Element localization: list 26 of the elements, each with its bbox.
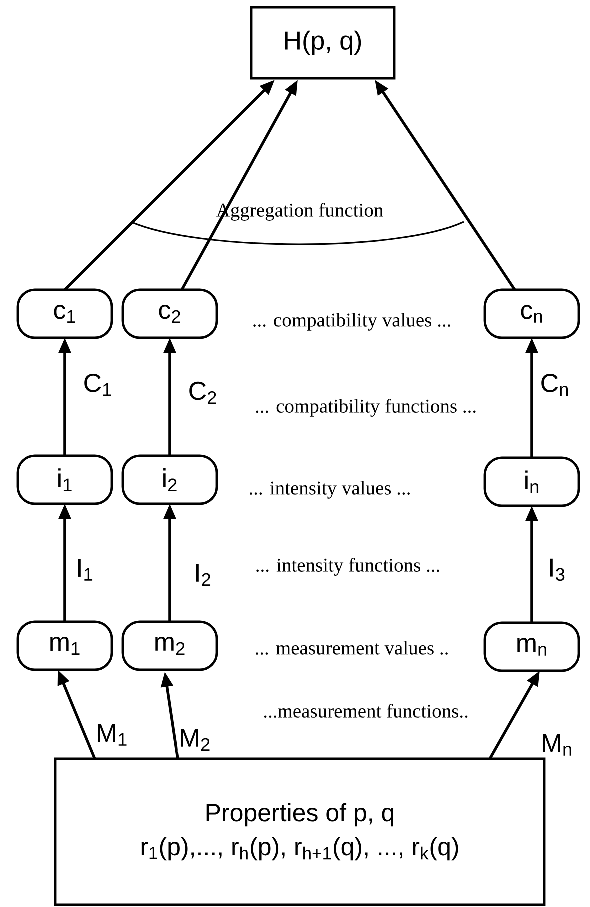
edge-label: I$_{1}$ (75, 558, 95, 582)
edge-label: C$_{1}$ (82, 372, 114, 398)
row-note: ... compatibility values ... (254, 313, 450, 331)
value-node: c$_{n}$ (484, 288, 580, 340)
edge-label: M$_{1}$ (94, 723, 130, 747)
value-node: i$_{n}$ (484, 456, 580, 508)
edge-label: I$_{3}$ (547, 558, 567, 582)
value-node: i$_{1}$ (16, 454, 114, 506)
value-node: c$_{1}$ (16, 288, 114, 340)
value-node: m$_{n}$ (484, 622, 580, 672)
row-note: ... measurement values .. (256, 641, 448, 655)
value-node: m$_{2}$ (122, 620, 218, 672)
edge-label: M$_{2}$ (178, 728, 212, 752)
row-note: ... intensity functions ... (256, 558, 440, 576)
edge-label: I$_{2}$ (193, 563, 213, 588)
value-node: c$_{2}$ (122, 288, 218, 340)
result-box: H(p, q) (250, 6, 396, 80)
value-node: i$_{2}$ (122, 454, 218, 506)
edge-label: C$_{2}$ (187, 380, 219, 406)
edge-label: C$_{n}$ (539, 373, 571, 397)
properties-box: Properties of p, q r$_{1}$(p),..., r$_{h}$(p), r$_{h+1}$(q), ..., r$_{k}$(q) (54, 758, 546, 906)
row-note: ... compatibility functions ... (256, 399, 476, 417)
row-note: ...measurement functions.. (264, 704, 468, 718)
row-note: ... intensity values ... (250, 481, 410, 499)
edge-label: M$_{n}$ (540, 733, 574, 757)
value-node: m$_{1}$ (16, 620, 114, 672)
